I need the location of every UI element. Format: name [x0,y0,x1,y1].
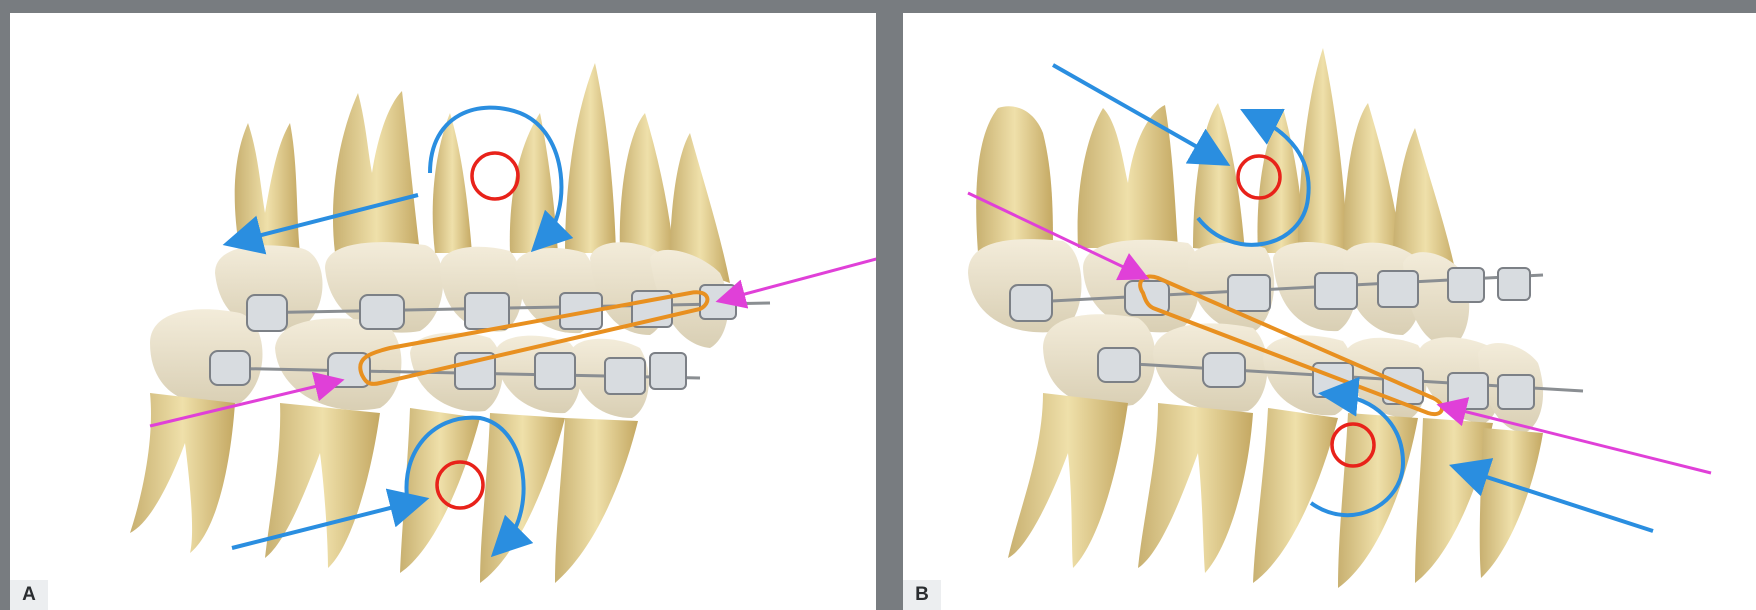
lower-roots [1008,393,1543,588]
lower-roots [130,393,638,583]
center-of-resistance-icon [472,153,518,199]
bracket-icon [1315,273,1357,309]
bracket-icon [1228,275,1270,311]
panel-b: B [903,13,1756,610]
bracket-icon [210,351,250,385]
panel-a: A [10,13,876,610]
bracket-icon [1448,373,1488,409]
bracket-icon [360,295,404,329]
bracket-icon [1010,285,1052,321]
bracket-icon [535,353,575,389]
dental-illustration-a [10,13,876,610]
bracket-icon [1498,268,1530,300]
bracket-icon [1203,353,1245,387]
force-arrow [232,503,410,548]
bracket-icon [605,358,645,394]
bracket-icon [1098,348,1140,382]
bracket-icon [1498,375,1534,409]
dental-illustration-b [903,13,1756,610]
panel-label: A [10,580,48,610]
bracket-icon [465,293,509,329]
bracket-icon [1448,268,1484,302]
bracket-icon [247,295,287,331]
force-arrow [1053,65,1213,156]
panel-label: B [903,580,941,610]
bracket-icon [650,353,686,389]
bracket-icon [1378,271,1418,307]
elastic-force-arrow [730,258,876,298]
